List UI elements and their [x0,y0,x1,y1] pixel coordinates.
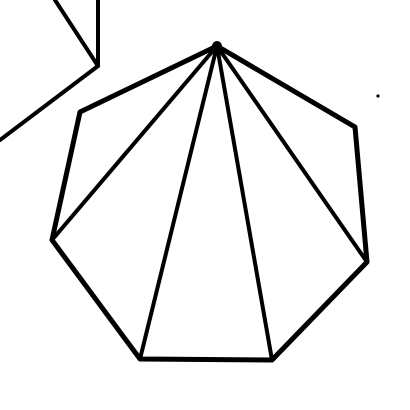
diagonal-line [215,44,274,362]
apex-diagonals [50,44,369,362]
diagonal-line [215,44,369,264]
octagon-outline [49,43,370,363]
diagonal-line [138,44,219,361]
partial-figure-top-left [0,0,100,142]
diagonal-line [50,44,219,242]
apex-vertex [212,41,222,51]
caption-text [0,360,410,410]
partial-figure-edge [53,0,100,68]
partial-figure-edge [0,64,100,142]
print-speck [376,94,380,98]
